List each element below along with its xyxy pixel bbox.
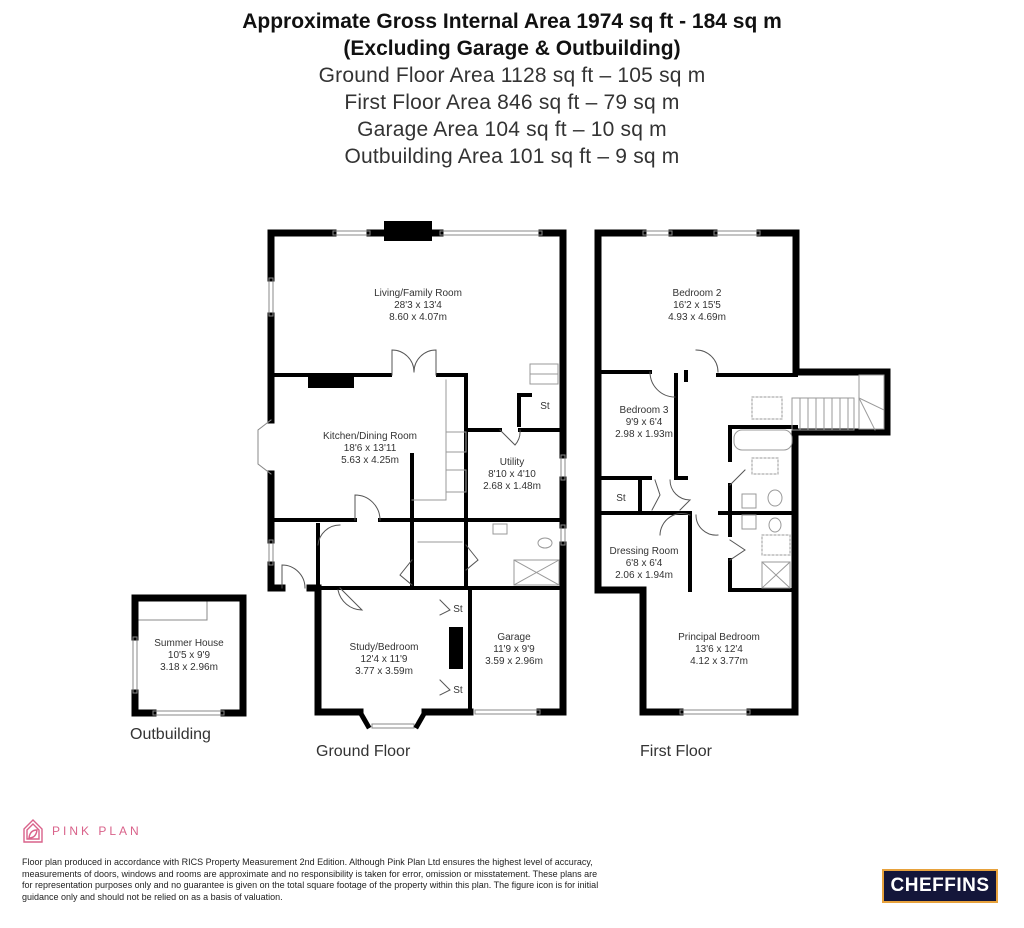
ground-floor-stairs	[529, 363, 559, 385]
svg-text:2.68 x 1.48m: 2.68 x 1.48m	[483, 481, 541, 492]
svg-text:13'6 x 12'4: 13'6 x 12'4	[695, 644, 743, 655]
cloakroom-fittings	[417, 523, 560, 586]
room-label-bedroom-2: Bedroom 2 16'2 x 15'5 4.93 x 4.69m	[668, 288, 726, 323]
outbuilding-area: Outbuilding Area 101 sq ft – 9 sq m	[344, 145, 680, 168]
svg-text:Kitchen/Dining Room: Kitchen/Dining Room	[323, 431, 417, 442]
svg-text:2.06 x 1.94m: 2.06 x 1.94m	[615, 570, 673, 581]
room-label-living: Living/Family Room 28'3 x 13'4 8.60 x 4.…	[374, 288, 462, 323]
first-floor-windows	[642, 230, 761, 715]
svg-text:3.18 x 2.96m: 3.18 x 2.96m	[160, 662, 218, 673]
svg-text:Garage: Garage	[497, 632, 531, 643]
svg-text:4.12 x 3.77m: 4.12 x 3.77m	[690, 656, 748, 667]
pink-plan-name: PINK PLAN	[52, 824, 142, 838]
svg-text:Dressing Room: Dressing Room	[610, 546, 679, 557]
room-label-principal-bedroom: Principal Bedroom 13'6 x 12'4 4.12 x 3.7…	[678, 632, 760, 667]
ground-floor-windows	[257, 230, 566, 729]
garage-area: Garage Area 104 sq ft – 10 sq m	[357, 118, 667, 141]
cheffins-logo: CHEFFINS	[882, 869, 998, 903]
first-floor-stairs	[791, 374, 885, 431]
outbuilding-windows	[132, 601, 225, 716]
bathroom-fittings	[733, 396, 793, 589]
svg-text:8.60 x 4.07m: 8.60 x 4.07m	[389, 312, 447, 323]
exclusion-note: (Excluding Garage & Outbuilding)	[343, 37, 681, 60]
svg-text:16'2 x 15'5: 16'2 x 15'5	[673, 300, 721, 311]
first-floor-walls	[594, 229, 891, 716]
gross-area-title: Approximate Gross Internal Area 1974 sq …	[242, 10, 782, 33]
floor-plan-drawing: Living/Family Room 28'3 x 13'4 8.60 x 4.…	[130, 221, 891, 760]
first-floor-label: First Floor	[640, 743, 713, 760]
room-label-utility: Utility 8'10 x 4'10 2.68 x 1.48m	[483, 457, 541, 492]
svg-text:2.98 x 1.93m: 2.98 x 1.93m	[615, 429, 673, 440]
svg-text:5.63 x 4.25m: 5.63 x 4.25m	[341, 455, 399, 466]
study-bay-window	[356, 708, 429, 730]
ground-floor-walls	[267, 229, 567, 716]
storage-label-utility: St	[540, 401, 550, 412]
room-label-kitchen: Kitchen/Dining Room 18'6 x 13'11 5.63 x …	[323, 431, 417, 466]
svg-text:Bedroom 2: Bedroom 2	[673, 288, 722, 299]
svg-text:12'4 x 11'9: 12'4 x 11'9	[360, 654, 407, 665]
storage-label-study-upper: St	[453, 604, 463, 615]
room-label-dressing-room: Dressing Room 6'8 x 6'4 2.06 x 1.94m	[610, 546, 679, 581]
svg-text:9'9 x 6'4: 9'9 x 6'4	[626, 417, 663, 428]
svg-text:Study/Bedroom: Study/Bedroom	[350, 642, 419, 653]
svg-text:Living/Family Room: Living/Family Room	[374, 288, 462, 299]
outbuilding-label: Outbuilding	[130, 726, 211, 743]
svg-text:3.59 x 2.96m: 3.59 x 2.96m	[485, 656, 543, 667]
svg-text:11'9 x 9'9: 11'9 x 9'9	[493, 644, 535, 655]
svg-text:3.77 x 3.59m: 3.77 x 3.59m	[355, 666, 413, 677]
room-label-summer-house: Summer House 10'5 x 9'9 3.18 x 2.96m	[154, 638, 224, 673]
chimney-breasts	[308, 221, 463, 669]
svg-text:6'8 x 6'4: 6'8 x 6'4	[626, 558, 663, 569]
storage-label-study-lower: St	[453, 685, 463, 696]
disclaimer-text: Floor plan produced in accordance with R…	[22, 857, 599, 902]
svg-text:Utility: Utility	[500, 457, 524, 468]
ground-floor-internal-walls	[273, 373, 562, 714]
svg-text:10'5 x 9'9: 10'5 x 9'9	[168, 650, 211, 661]
svg-text:28'3 x 13'4: 28'3 x 13'4	[394, 300, 442, 311]
svg-text:Principal Bedroom: Principal Bedroom	[678, 632, 760, 643]
outbuilding-walls	[131, 594, 247, 717]
room-label-study: Study/Bedroom 12'4 x 11'9 3.77 x 3.59m	[350, 642, 419, 677]
pink-plan-brand: PINK PLAN	[22, 818, 142, 844]
svg-text:Summer House: Summer House	[154, 638, 224, 649]
storage-label-first-floor: St	[616, 493, 626, 504]
pink-plan-house-icon	[23, 819, 43, 843]
svg-text:4.93 x 4.69m: 4.93 x 4.69m	[668, 312, 726, 323]
door-swings	[281, 349, 521, 696]
kitchen-units	[411, 379, 467, 501]
room-label-bedroom-3: Bedroom 3 9'9 x 6'4 2.98 x 1.93m	[615, 405, 673, 440]
first-floor-internal-walls	[599, 370, 798, 592]
svg-text:8'10 x 4'10: 8'10 x 4'10	[488, 469, 536, 480]
area-summary: Approximate Gross Internal Area 1974 sq …	[0, 8, 1024, 170]
svg-text:18'6 x 13'11: 18'6 x 13'11	[344, 443, 397, 454]
room-label-garage: Garage 11'9 x 9'9 3.59 x 2.96m	[485, 632, 543, 667]
svg-text:Bedroom 3: Bedroom 3	[620, 405, 669, 416]
ground-floor-area: Ground Floor Area 1128 sq ft – 105 sq m	[318, 64, 706, 87]
first-floor-area: First Floor Area 846 sq ft – 79 sq m	[344, 91, 680, 114]
first-floor-door-swings	[649, 349, 746, 561]
ground-floor-label: Ground Floor	[316, 743, 411, 760]
